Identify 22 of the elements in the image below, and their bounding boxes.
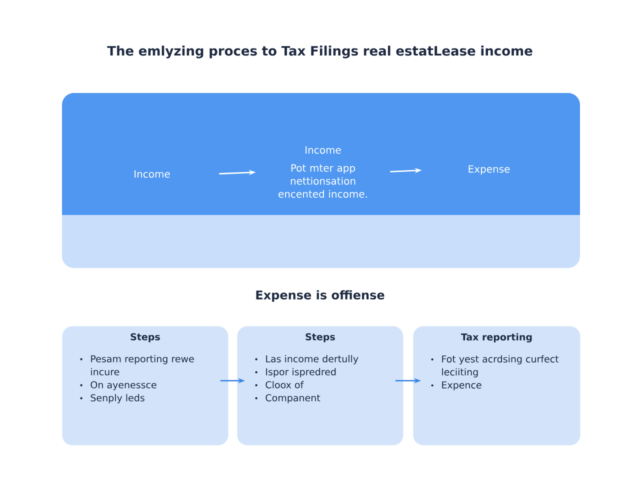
card-heading: Steps <box>130 333 160 342</box>
bullet-item: On ayenessce <box>80 381 156 390</box>
node-label: Pot mter app nettionsation encented income. <box>278 164 367 198</box>
bullet-item: Senply leds <box>80 394 144 404</box>
step-card <box>413 326 580 446</box>
node-heading: Income <box>306 146 341 154</box>
step-card <box>237 326 404 446</box>
bullet-item: Pesam reporting rewe incure <box>80 355 194 376</box>
section-heading: Expense is offiense <box>256 290 384 302</box>
node-label: Income <box>134 170 170 178</box>
bullet-item: Ispor ispredred <box>255 368 336 378</box>
bullet-item: Cloox of <box>255 381 304 388</box>
bullet-item: Fot yest acrdsing curfect leciiting <box>431 355 559 378</box>
bullet-item: Expence <box>431 382 482 390</box>
step-card <box>62 326 228 446</box>
title: The emlyzing proces to Tax Filings real estatLease income <box>107 46 532 58</box>
card-heading: Steps <box>306 333 335 342</box>
bullet-item: Companent <box>255 394 320 404</box>
card-heading: Tax reporting <box>460 333 532 342</box>
panel <box>62 93 580 268</box>
bullet-item: Las income dertully <box>255 355 358 364</box>
node-label: Expense <box>468 165 510 175</box>
